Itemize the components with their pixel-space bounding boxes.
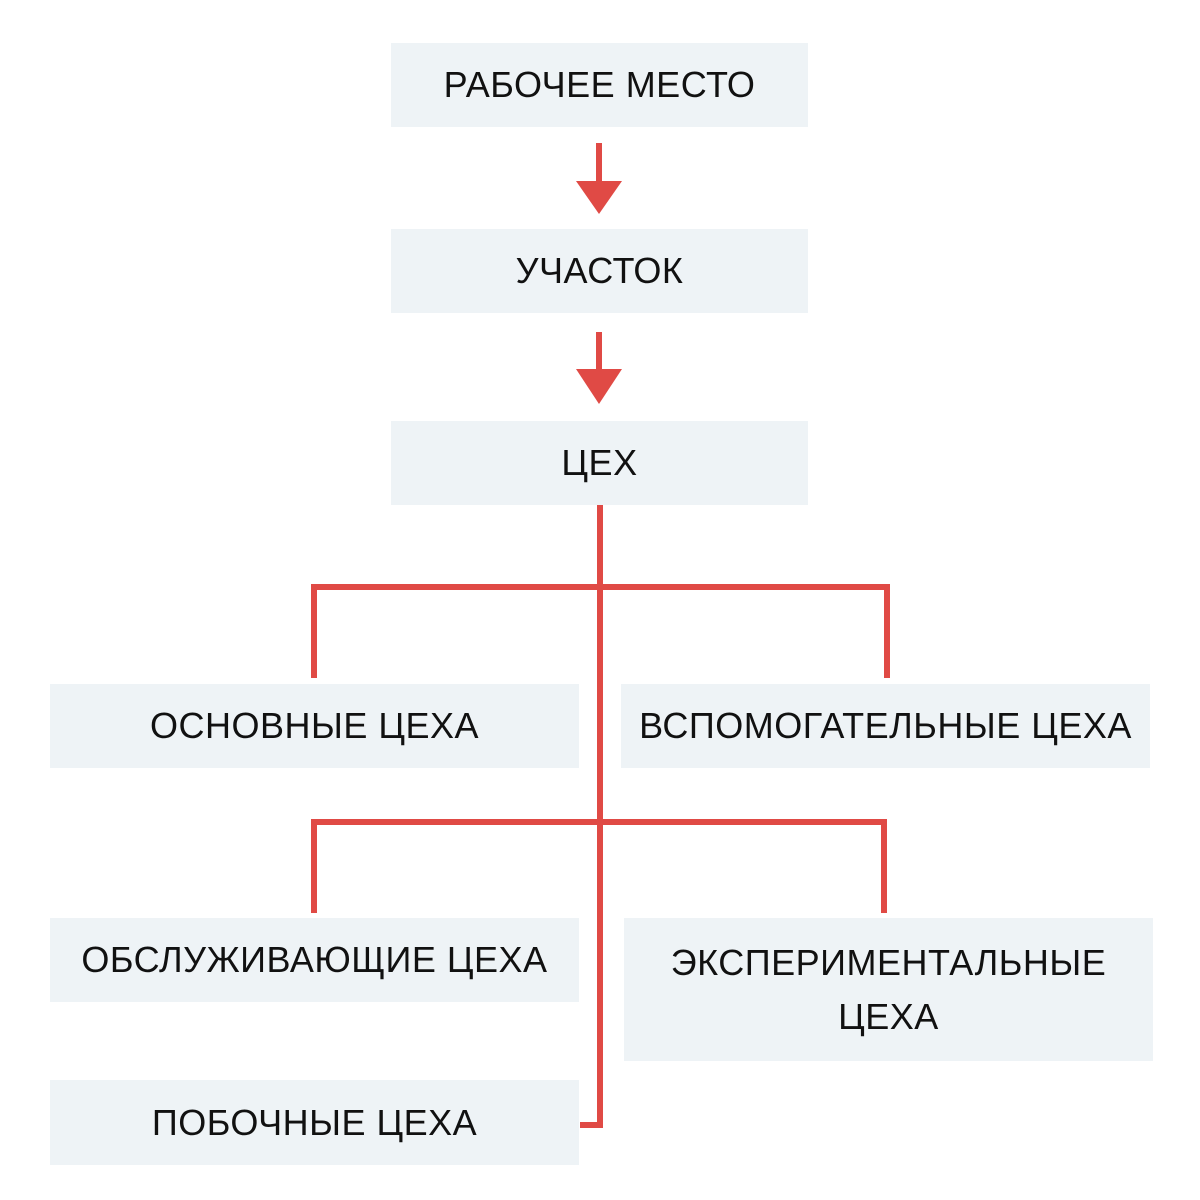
node-section: УЧАСТОК xyxy=(391,229,808,313)
branch-main-auxiliary xyxy=(311,584,890,678)
node-shop: ЦЕХ xyxy=(391,421,808,505)
branch-service-experimental xyxy=(311,819,887,913)
node-section-label: УЧАСТОК xyxy=(515,250,684,291)
node-shop-label: ЦЕХ xyxy=(561,442,638,483)
arrow-workplace-to-section-head xyxy=(576,181,622,214)
node-workplace: РАБОЧЕЕ МЕСТО xyxy=(391,43,808,127)
node-auxiliary-shops-label: ВСПОМОГАТЕЛЬНЫЕ ЦЕХА xyxy=(639,705,1132,746)
node-side-shops-label: ПОБОЧНЫЕ ЦЕХА xyxy=(151,1101,478,1143)
node-workplace-label: РАБОЧЕЕ МЕСТО xyxy=(443,64,756,105)
node-experimental-shops-label: ЭКСПЕРИМЕНТАЛЬНЫЕ ЦЕХА xyxy=(670,941,1107,1037)
node-service-shops-label: ОБСЛУЖИВАЮЩИЕ ЦЕХА xyxy=(81,939,548,980)
node-service-shops: ОБСЛУЖИВАЮЩИЕ ЦЕХА xyxy=(50,918,579,1002)
node-main-shops: ОСНОВНЫЕ ЦЕХА xyxy=(50,684,579,768)
node-main-shops-label: ОСНОВНЫЕ ЦЕХА xyxy=(149,705,480,746)
arrow-section-to-shop-head xyxy=(576,369,622,404)
node-auxiliary-shops: ВСПОМОГАТЕЛЬНЫЕ ЦЕХА xyxy=(621,684,1150,768)
node-experimental-shops: ЭКСПЕРИМЕНТАЛЬНЫЕ ЦЕХА xyxy=(624,918,1153,1061)
node-side-shops: ПОБОЧНЫЕ ЦЕХА xyxy=(50,1080,579,1165)
